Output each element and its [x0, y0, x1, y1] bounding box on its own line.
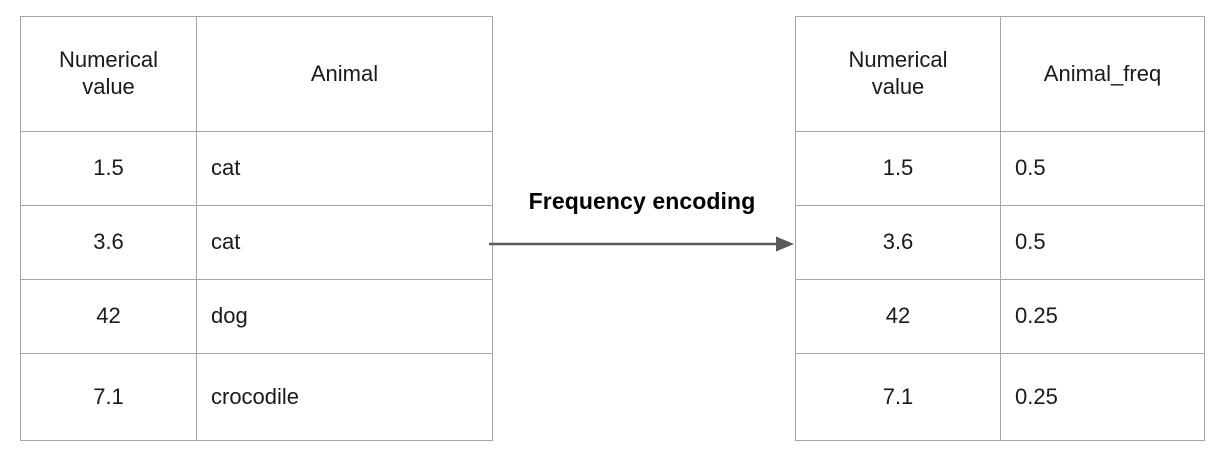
table-header-row: Numerical value Animal — [20, 16, 493, 132]
table-row: 3.6 0.5 — [795, 205, 1205, 280]
cell-numerical-value: 7.1 — [20, 353, 197, 441]
column-header-animal-freq: Animal_freq — [1000, 16, 1205, 132]
header-line-1: Numerical — [848, 47, 948, 73]
table-row: 7.1 crocodile — [20, 353, 493, 441]
table-row: 1.5 0.5 — [795, 131, 1205, 206]
cell-numerical-value: 1.5 — [20, 131, 197, 206]
header-line-2: value — [871, 74, 925, 99]
output-table: Numerical value Animal_freq 1.5 0.5 3.6 … — [795, 16, 1205, 441]
cell-animal-freq: 0.5 — [1000, 131, 1205, 206]
cell-animal: cat — [196, 131, 493, 206]
cell-animal: cat — [196, 205, 493, 280]
table-row: 42 0.25 — [795, 279, 1205, 354]
header-line-1: Animal_freq — [1043, 60, 1162, 86]
column-header-numerical-value: Numerical value — [20, 16, 197, 132]
cell-numerical-value: 42 — [20, 279, 197, 354]
table-row: 3.6 cat — [20, 205, 493, 280]
cell-numerical-value: 42 — [795, 279, 1001, 354]
table-row: 42 dog — [20, 279, 493, 354]
table-row: 1.5 cat — [20, 131, 493, 206]
cell-animal-freq: 0.25 — [1000, 279, 1205, 354]
column-header-numerical-value: Numerical value — [795, 16, 1001, 132]
table-row: 7.1 0.25 — [795, 353, 1205, 441]
header-line-1: Animal — [310, 60, 379, 86]
header-line-2: value — [82, 74, 135, 99]
cell-animal-freq: 0.25 — [1000, 353, 1205, 441]
column-header-animal: Animal — [196, 16, 493, 132]
cell-numerical-value: 3.6 — [20, 205, 197, 280]
cell-numerical-value: 3.6 — [795, 205, 1001, 280]
cell-numerical-value: 1.5 — [795, 131, 1001, 206]
cell-animal: dog — [196, 279, 493, 354]
table-header-row: Numerical value Animal_freq — [795, 16, 1205, 132]
cell-animal: crocodile — [196, 353, 493, 441]
transformation-arrow-group: Frequency encoding — [488, 188, 798, 268]
cell-animal-freq: 0.5 — [1000, 205, 1205, 280]
header-line-1: Numerical — [58, 47, 159, 73]
arrow-label: Frequency encoding — [528, 188, 756, 214]
input-table: Numerical value Animal 1.5 cat 3.6 cat 4… — [20, 16, 493, 441]
cell-numerical-value: 7.1 — [795, 353, 1001, 441]
arrow-right-icon — [489, 236, 794, 252]
